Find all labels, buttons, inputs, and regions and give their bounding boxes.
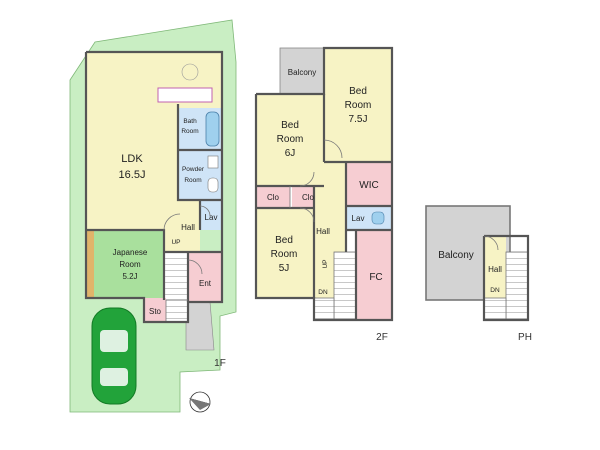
entrance-area [188, 252, 222, 302]
lav-label-2f: Lav [352, 214, 365, 223]
bathtub-icon [205, 111, 220, 147]
walls-ph [482, 234, 530, 322]
walls-1f [84, 50, 224, 324]
bedroom-6j-size: 6J [285, 148, 296, 159]
bedroom-5j-size: 5J [279, 263, 290, 274]
approach-paving [185, 301, 215, 351]
powder-label: Powder [182, 166, 205, 173]
door-swing [299, 207, 315, 223]
entrance-label: Ent [199, 279, 212, 288]
up-label-2f: UP [322, 259, 329, 268]
fc-area [356, 230, 392, 320]
door-swing [323, 139, 343, 159]
japanese-size: 5.2J [122, 272, 137, 281]
floor-ph: Balcony Hall DN PH [425, 205, 532, 343]
kitchen-counter [157, 87, 213, 103]
bedroom-6j-area [256, 94, 324, 186]
bedroom-5j-area [256, 208, 314, 298]
hall-label-2f: Hall [316, 227, 330, 236]
ldk-label: LDK [121, 153, 143, 165]
fc-label: FC [369, 272, 382, 283]
bedroom-5j-label-2: Room [271, 249, 298, 260]
bath-label-2: Room [181, 128, 198, 135]
wall-wet-core [176, 104, 222, 202]
hall-label-1f: Hall [181, 223, 195, 232]
ceiling-light [181, 63, 199, 81]
floor-1f: LDK 16.5J Bath Room Powder Room Lav Hall… [69, 19, 237, 413]
bedroom-6j-label: Bed [281, 120, 299, 131]
balcony-label-ph: Balcony [438, 250, 474, 261]
stairs-1f [163, 251, 189, 301]
door-swing [483, 235, 499, 251]
bedroom-7-5j-label: Bed [349, 86, 367, 97]
door-swing [299, 171, 315, 187]
floor-label-2f: 2F [376, 332, 388, 343]
closet-a-area [256, 186, 290, 208]
stairs-ph-low [483, 297, 507, 321]
bedroom-5j-label: Bed [275, 235, 293, 246]
door-swing [187, 259, 203, 275]
japanese-label: Japanese [113, 248, 148, 257]
bedroom-7-5j-size: 7.5J [349, 114, 368, 125]
japanese-label-2: Room [119, 260, 141, 269]
sink-icon-2f [371, 211, 385, 225]
dn-label-2f: DN [318, 289, 328, 296]
lav-label-1f: Lav [205, 213, 218, 222]
balcony-label-2f: Balcony [288, 68, 316, 77]
closet-b-label: Clo [302, 193, 315, 202]
stairs-2f-low [313, 297, 335, 321]
japanese-room-area [86, 230, 164, 298]
bedroom-7-5j-label-2: Room [345, 100, 372, 111]
door-swing [199, 205, 211, 217]
floor-label-ph: PH [518, 332, 532, 343]
hall-area-1f [164, 220, 200, 252]
walls-2f [254, 46, 394, 322]
hall-area-ph [484, 236, 506, 298]
floor-label-1f: 1F [214, 358, 226, 369]
storage-area [144, 298, 166, 322]
powder-label-2: Room [184, 177, 201, 184]
ldk-size: 16.5J [119, 169, 146, 181]
dn-label-ph: DN [490, 287, 500, 294]
tokonoma-strip [86, 230, 94, 298]
car-icon [91, 307, 137, 405]
sink-icon [207, 155, 219, 169]
toilet-icon [207, 177, 219, 193]
up-label-1f: UP [171, 239, 180, 246]
bedroom-7-5j-area [324, 48, 392, 162]
bedroom-6j-label-2: Room [277, 134, 304, 145]
stairs-ph [505, 251, 529, 321]
door-swing [163, 213, 181, 231]
storage-label: Sto [149, 307, 162, 316]
floor-2f: Balcony Bed Room 6J Bed Room 7.5J WIC Cl… [254, 46, 394, 343]
wic-label: WIC [359, 180, 378, 191]
bath-label: Bath [183, 118, 197, 125]
stairs-2f [333, 251, 357, 321]
lav-area-2f [346, 206, 392, 230]
stairs-1f-low [165, 299, 189, 323]
hall-label-ph: Hall [488, 265, 502, 274]
compass-icon [189, 391, 211, 413]
wic-area [346, 162, 392, 206]
closet-a-label: Clo [267, 193, 280, 202]
